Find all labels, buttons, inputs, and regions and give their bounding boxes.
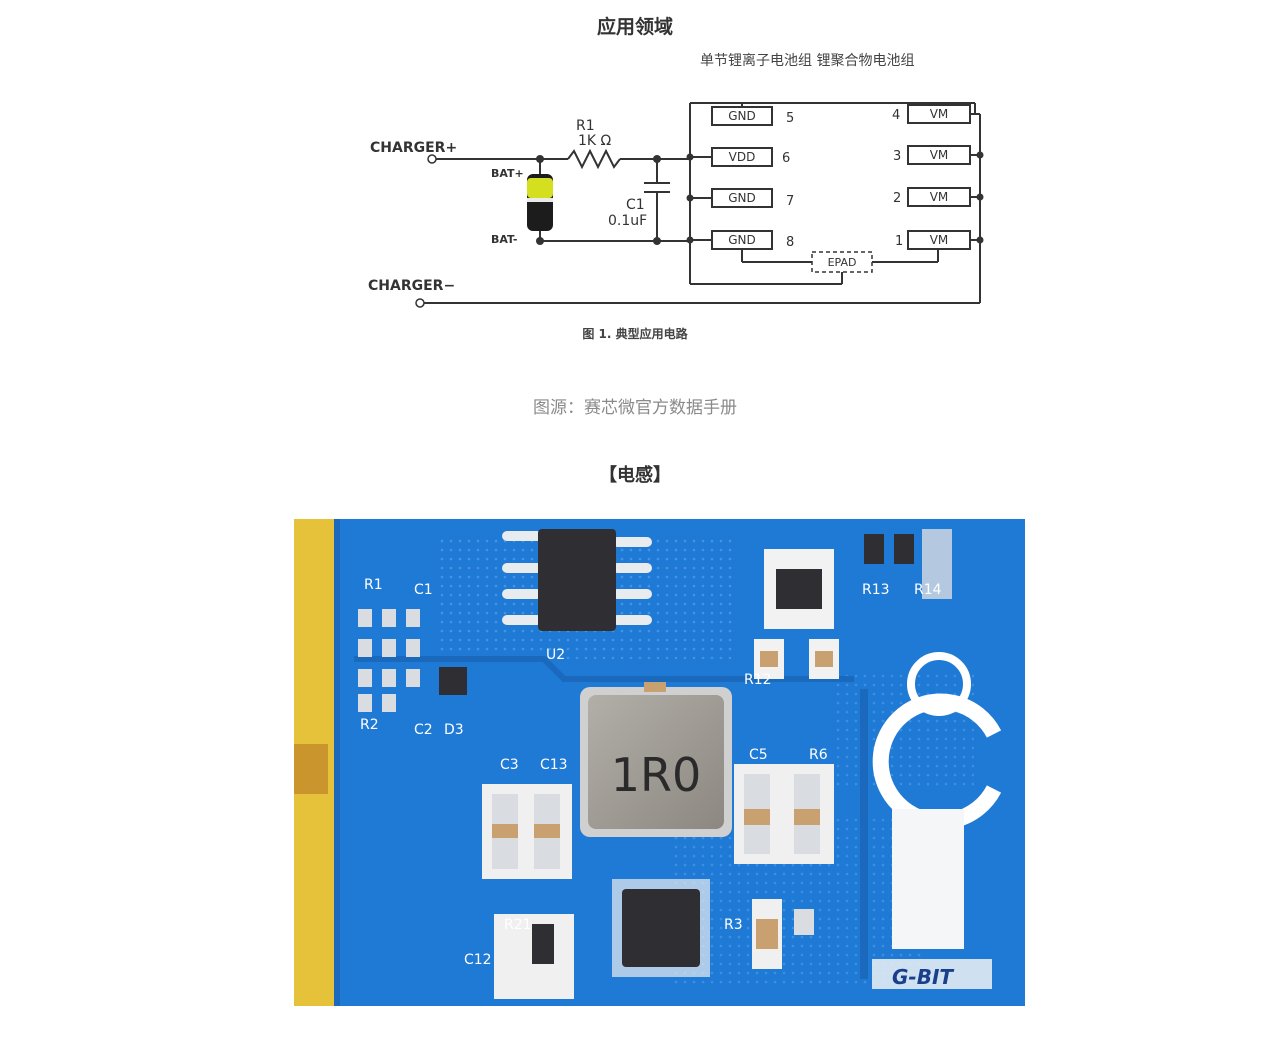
svg-text:C13: C13: [540, 757, 568, 773]
capacitors-right: [734, 764, 834, 864]
figure-caption: 图 1. 典型应用电路: [582, 327, 688, 341]
pin-label: GND: [728, 233, 756, 247]
pin-label: GND: [728, 191, 756, 205]
section-title-inductor: 【电感】: [599, 465, 671, 486]
pin-label: VM: [930, 190, 949, 204]
application-list: 单节锂离子电池组 锂聚合物电池组: [700, 53, 915, 69]
svg-text:C5: C5: [749, 747, 768, 763]
watermark-logo: G-BIT: [892, 965, 954, 989]
svg-text:R6: R6: [809, 747, 828, 763]
charger-minus-label: CHARGER−: [368, 278, 455, 294]
pin-number: 3: [893, 149, 901, 164]
application-circuit-schematic: CHARGER+ CHARGER− BAT+ BAT- R1 1K Ω C1 0…: [368, 102, 984, 308]
sot-chip: [776, 569, 822, 609]
svg-text:R1: R1: [364, 577, 383, 593]
bat-plus-label: BAT+: [491, 167, 524, 180]
silkscreen-labels: R1 C1 R2 C2 U2 C12 R21 D3 C3 R3 C13 R12 …: [360, 577, 942, 968]
r1-value: 1K Ω: [578, 133, 612, 149]
capacitors-left: [482, 784, 572, 879]
svg-text:R13: R13: [862, 582, 890, 598]
power-inductor: 1R0: [580, 682, 732, 837]
bat-minus-label: BAT-: [491, 233, 518, 246]
qfn-chip: [612, 879, 710, 977]
svg-text:R21: R21: [504, 917, 532, 933]
c1-value: 0.1uF: [608, 213, 647, 229]
pin-number: 4: [892, 108, 900, 123]
pin-number: 2: [893, 191, 901, 206]
svg-text:D3: D3: [444, 722, 464, 738]
pcb-illustration: 1R0: [294, 519, 1025, 1006]
epad-label: EPAD: [828, 256, 857, 269]
battery-symbol: [527, 174, 553, 231]
pin-label: VM: [930, 107, 949, 121]
pin-label: VDD: [729, 150, 756, 164]
charger-plus-label: CHARGER+: [370, 140, 457, 156]
soic-chip: [502, 529, 652, 631]
svg-text:C3: C3: [500, 757, 519, 773]
c1-name: C1: [626, 197, 645, 213]
pcb-photo: 1R0: [294, 519, 1025, 1006]
r1-name: R1: [576, 118, 595, 134]
svg-text:R2: R2: [360, 717, 379, 733]
pin-number: 5: [786, 111, 794, 126]
svg-text:C1: C1: [414, 582, 433, 598]
pin-label: VM: [930, 233, 949, 247]
label-area: [892, 809, 964, 949]
pin-number: 1: [895, 234, 903, 249]
svg-text:R3: R3: [724, 917, 743, 933]
epad-box: [811, 251, 873, 273]
pin-number: 8: [786, 235, 794, 250]
svg-text:R12: R12: [744, 672, 772, 688]
pin-label: VM: [930, 148, 949, 162]
svg-text:U2: U2: [546, 647, 565, 663]
svg-text:R14: R14: [914, 582, 942, 598]
pin-label: GND: [728, 109, 756, 123]
svg-text:C12: C12: [464, 952, 492, 968]
inductor-marking: 1R0: [611, 748, 702, 802]
pin-number: 7: [786, 194, 794, 209]
svg-text:C2: C2: [414, 722, 433, 738]
image-source-caption: 图源：赛芯微官方数据手册: [533, 398, 737, 418]
section-heading-applications: 应用领域: [596, 16, 673, 38]
resistor-array: [358, 609, 420, 712]
pin-number: 6: [782, 151, 790, 166]
